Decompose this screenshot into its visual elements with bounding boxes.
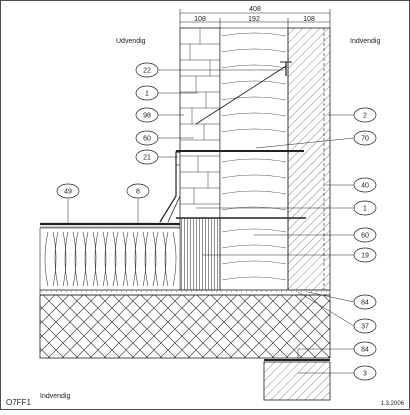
callout-22: 22 — [135, 62, 159, 78]
callout-21: 21 — [135, 149, 159, 165]
svg-text:1: 1 — [363, 206, 367, 213]
svg-text:84: 84 — [361, 300, 369, 307]
svg-text:98: 98 — [143, 113, 151, 120]
drawing-id: O7FF1 — [6, 398, 31, 407]
callout-70: 70 — [353, 130, 377, 146]
lower-leaf-vertical-hatch — [179, 217, 221, 291]
callout-84-upper: 84 — [353, 294, 377, 310]
dimension-group — [179, 9, 331, 28]
wall-ties — [176, 61, 306, 219]
callout-60-lower: 60 — [353, 227, 377, 243]
callout-1-lower: 1 — [353, 200, 377, 216]
callout-49: 49 — [56, 183, 80, 199]
callout-37: 37 — [353, 318, 377, 334]
callout-2: 2 — [353, 107, 377, 123]
callout-40: 40 — [353, 177, 377, 193]
svg-text:8: 8 — [136, 189, 140, 196]
callout-19: 19 — [353, 247, 377, 263]
cavity-insulation — [219, 27, 289, 291]
concrete-deck — [39, 294, 331, 359]
dimension-inner-leaf: 108 — [303, 16, 315, 23]
svg-text:60: 60 — [143, 136, 151, 143]
callout-3: 3 — [353, 365, 377, 381]
svg-text:60: 60 — [361, 233, 369, 240]
svg-text:22: 22 — [143, 68, 151, 75]
callouts-right: 2 70 40 1 60 19 84 37 — [353, 107, 377, 381]
svg-text:21: 21 — [143, 155, 151, 162]
leader-lines — [67, 69, 355, 374]
drawing-date: 1.3.2006 — [381, 401, 405, 407]
callout-98: 98 — [135, 107, 159, 123]
svg-text:3: 3 — [363, 371, 367, 378]
svg-text:19: 19 — [361, 253, 369, 260]
svg-text:49: 49 — [64, 189, 72, 196]
lower-wall-hatched — [263, 361, 331, 401]
callout-60-upper: 60 — [135, 130, 159, 146]
dimension-total: 408 — [249, 6, 261, 13]
svg-text:84: 84 — [361, 347, 369, 354]
callout-1-upper: 1 — [135, 85, 159, 101]
roof-insulation — [39, 227, 181, 291]
roof-upstand-flashing — [159, 151, 181, 223]
svg-text:37: 37 — [361, 324, 369, 331]
dimension-insulation: 192 — [248, 16, 260, 23]
callouts-roof: 49 8 — [56, 183, 150, 199]
svg-text:70: 70 — [361, 136, 369, 143]
svg-text:2: 2 — [363, 113, 367, 120]
callout-84-lower: 84 — [353, 341, 377, 357]
outer-brick-leaf — [179, 27, 221, 219]
label-outside-top: Udvendig — [116, 38, 146, 45]
label-inside-top: Indvendig — [350, 38, 380, 45]
label-inside-bottom: Indvendig — [40, 393, 70, 400]
callout-8: 8 — [126, 183, 150, 199]
screed-layer — [39, 289, 331, 296]
svg-text:1: 1 — [145, 91, 149, 98]
svg-text:40: 40 — [361, 183, 369, 190]
inner-leaf-hatched — [287, 27, 331, 291]
dimension-outer-leaf: 108 — [194, 16, 206, 23]
callouts-left: 22 1 98 60 21 — [135, 62, 159, 165]
